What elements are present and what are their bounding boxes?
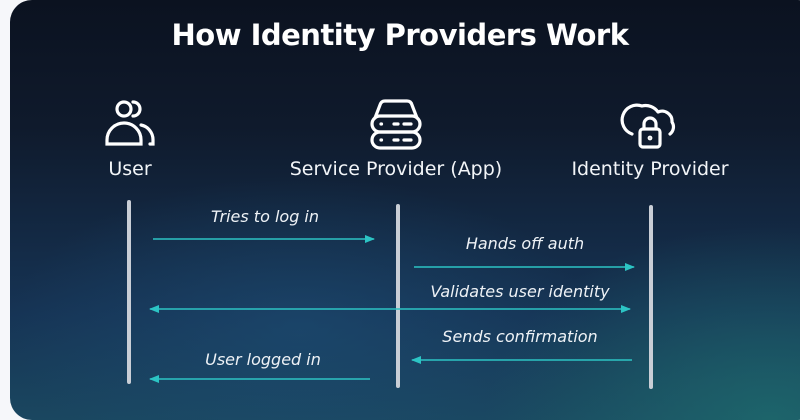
message-arrows (149, 235, 635, 383)
actor-user: User (78, 96, 182, 180)
message-label: Validates user identity (430, 282, 610, 301)
actor-service-provider: Service Provider (App) (268, 96, 524, 180)
lifeline-identity-provider (649, 205, 653, 389)
message-label: User logged in (205, 350, 321, 369)
actor-label: Identity Provider (571, 158, 729, 180)
message-label: Sends confirmation (442, 327, 598, 346)
users-icon (105, 100, 155, 146)
diagram-card (10, 0, 800, 420)
actor-label: User (108, 158, 152, 180)
cloud-lock-icon (620, 103, 676, 149)
message-label: Hands off auth (465, 234, 585, 253)
lifeline-service-provider (396, 204, 400, 388)
lifeline-user (127, 200, 131, 384)
diagram-title: How Identity Providers Work (171, 18, 630, 52)
server-icon (370, 99, 422, 150)
actor-identity-provider: Identity Provider (560, 96, 740, 180)
message-label: Tries to log in (210, 207, 320, 226)
actor-label: Service Provider (App) (289, 158, 503, 180)
